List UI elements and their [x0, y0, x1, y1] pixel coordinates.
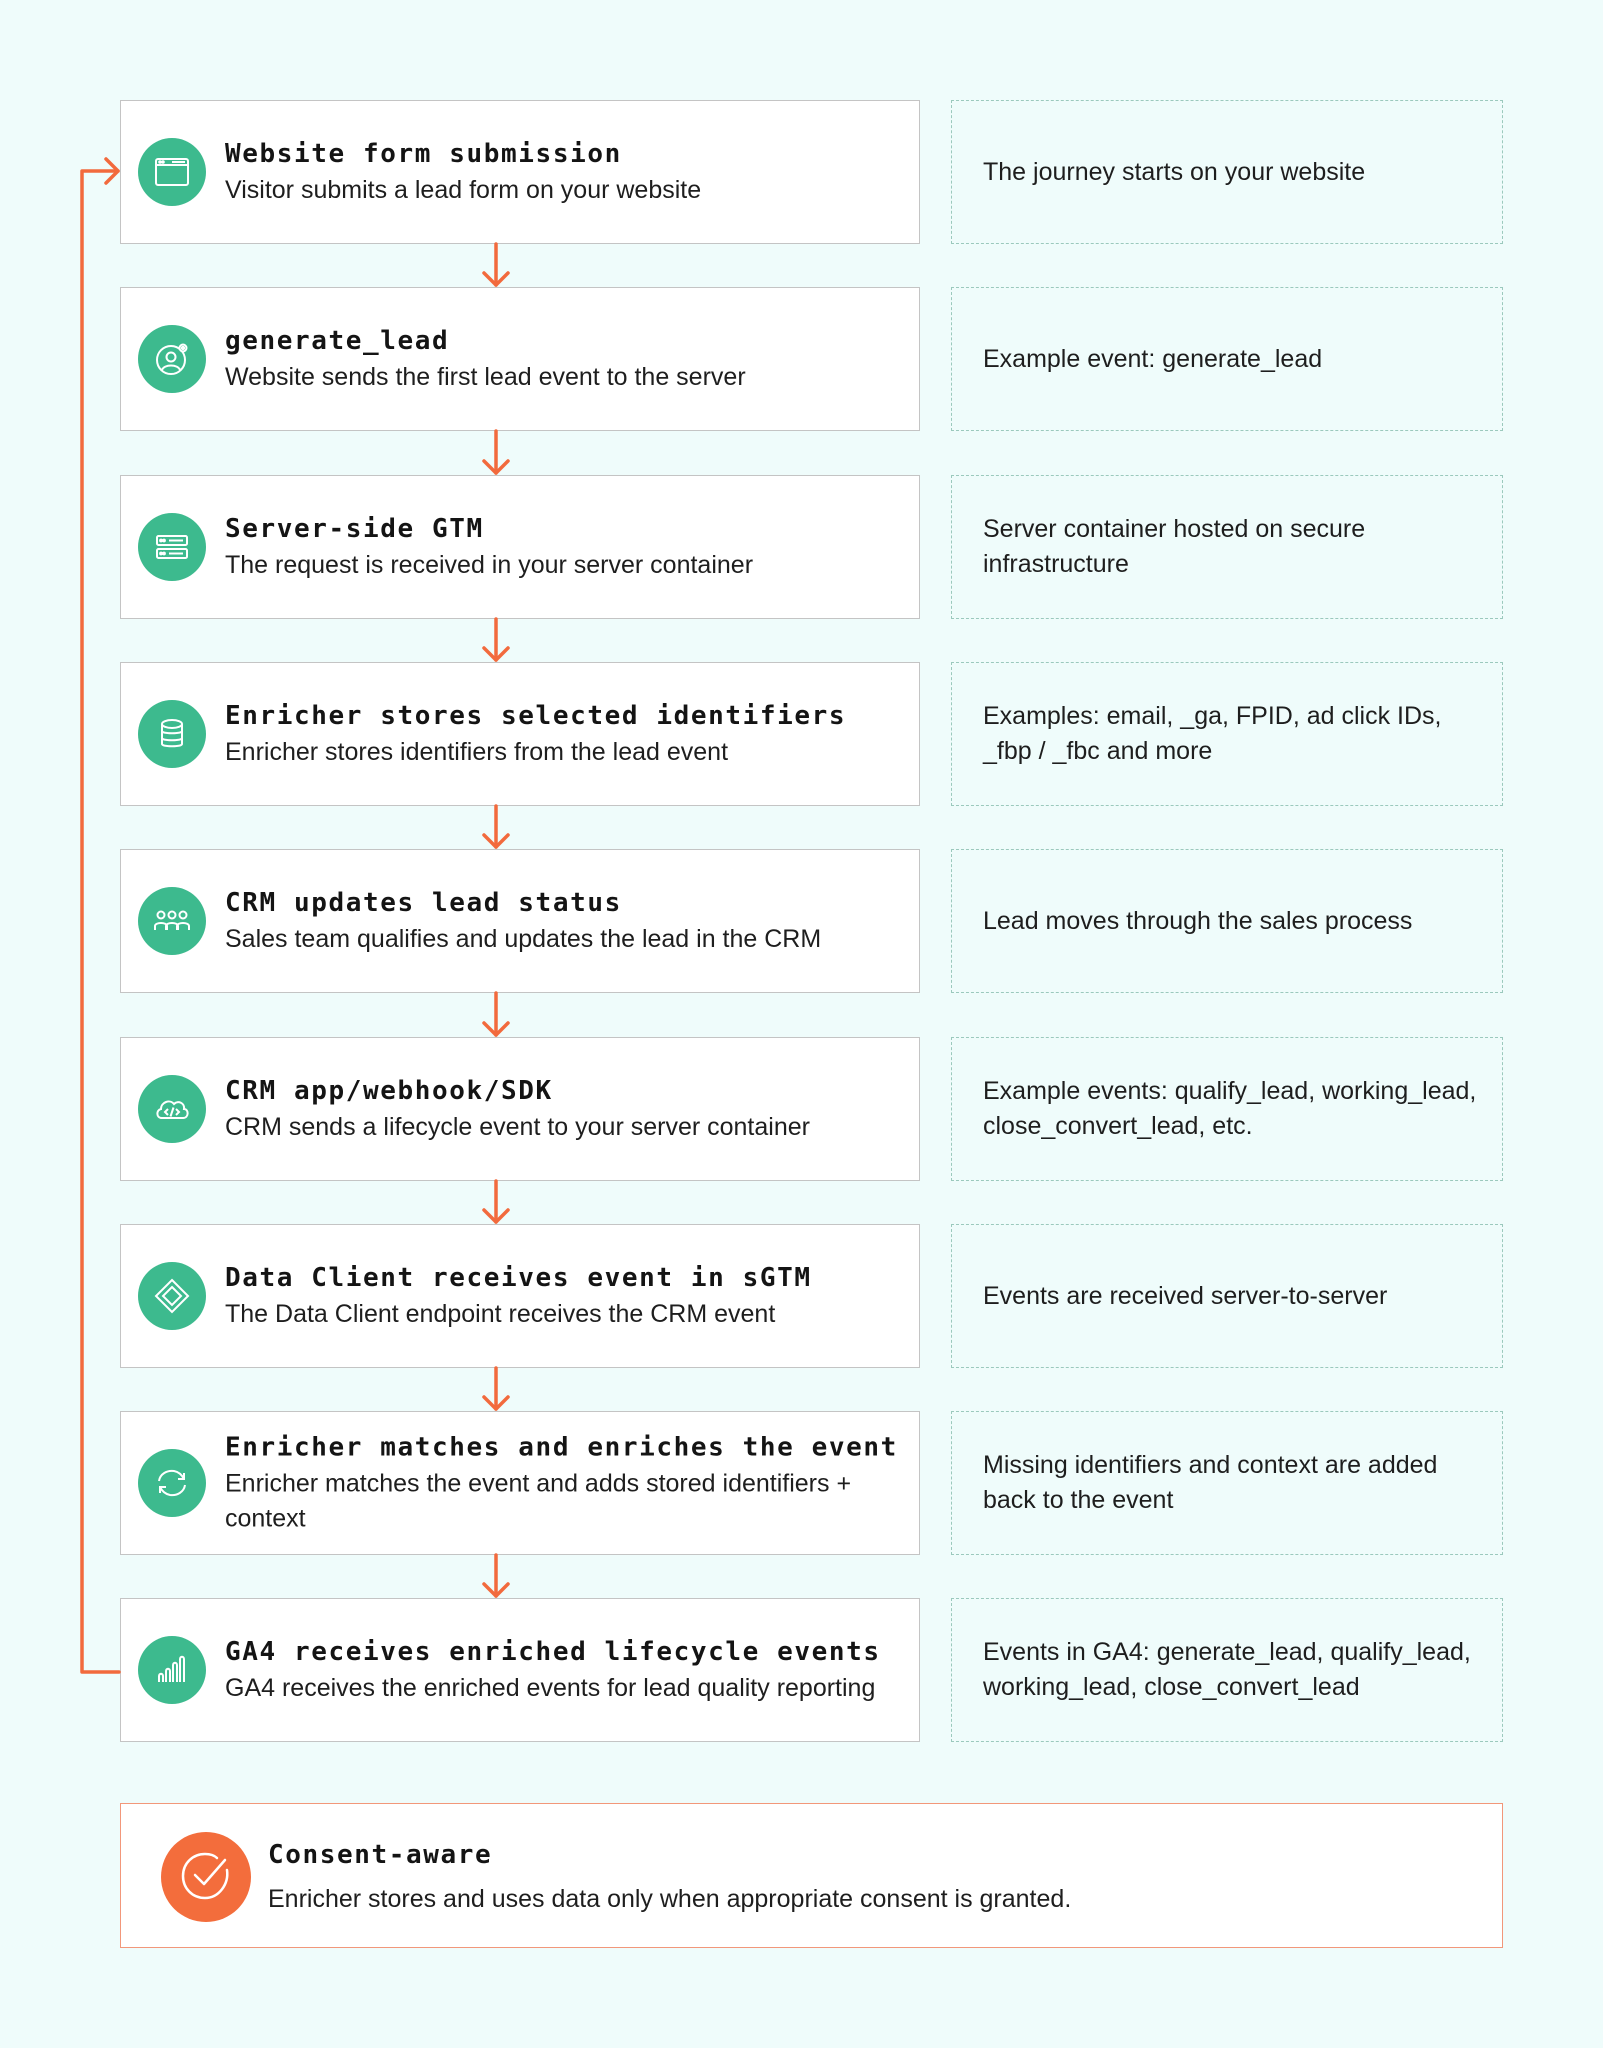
down-arrow [482, 429, 510, 475]
step-description: GA4 receives the enriched events for lea… [225, 1674, 876, 1702]
step-description: Website sends the first lead event to th… [225, 363, 746, 391]
step-card-data-client: Data Client receives event in sGTM The D… [120, 1224, 920, 1368]
step-card-crm-updates: CRM updates lead status Sales team quali… [120, 849, 920, 993]
consent-description: Enricher stores and uses data only when … [268, 1885, 1072, 1913]
step-title: GA4 receives enriched lifecycle events [225, 1637, 881, 1667]
down-arrow [482, 804, 510, 849]
step-note: Example event: generate_lead [951, 287, 1503, 431]
step-title: Enricher stores selected identifiers [225, 701, 847, 731]
step-description: The Data Client endpoint receives the CR… [225, 1300, 776, 1328]
check-circle-icon [161, 1832, 251, 1922]
step-note: Lead moves through the sales process [951, 849, 1503, 993]
database-icon [138, 700, 206, 768]
step-description: Enricher stores identifiers from the lea… [225, 738, 729, 766]
step-card-enricher-matches: Enricher matches and enriches the event … [120, 1411, 920, 1555]
team-icon [138, 887, 206, 955]
step-description: Visitor submits a lead form on your webs… [225, 176, 702, 204]
loop-back-arrow [80, 157, 121, 1674]
step-title: CRM app/webhook/SDK [225, 1076, 553, 1106]
step-title: generate_lead [225, 326, 450, 356]
step-title: CRM updates lead status [225, 888, 622, 918]
bar-chart-icon [138, 1636, 206, 1704]
server-rack-icon [138, 513, 206, 581]
down-arrow [482, 1553, 510, 1598]
step-description: The request is received in your server c… [225, 551, 754, 579]
step-note: Server container hosted on secure infras… [951, 475, 1503, 619]
down-arrow [482, 1366, 510, 1411]
browser-window-icon [138, 138, 206, 206]
down-arrow [482, 242, 510, 287]
step-card-website-form: Website form submission Visitor submits … [120, 100, 920, 244]
step-note: Example events: qualify_lead, working_le… [951, 1037, 1503, 1181]
step-title: Website form submission [225, 139, 622, 169]
step-description: Sales team qualifies and updates the lea… [225, 925, 822, 953]
consent-title: Consent-aware [268, 1840, 493, 1870]
step-card-generate-lead: generate_lead Website sends the first le… [120, 287, 920, 431]
step-note: The journey starts on your website [951, 100, 1503, 244]
refresh-icon [138, 1449, 206, 1517]
step-title: Server-side GTM [225, 514, 484, 544]
step-card-crm-app: CRM app/webhook/SDK CRM sends a lifecycl… [120, 1037, 920, 1181]
consent-card: Consent-aware Enricher stores and uses d… [120, 1803, 1503, 1948]
step-title: Data Client receives event in sGTM [225, 1263, 812, 1293]
step-description: CRM sends a lifecycle event to your serv… [225, 1113, 810, 1141]
down-arrow [482, 1179, 510, 1224]
diamond-icon [138, 1262, 206, 1330]
step-card-enricher-stores: Enricher stores selected identifiers Enr… [120, 662, 920, 806]
step-description: Enricher matches the event and adds stor… [225, 1469, 852, 1533]
down-arrow [482, 991, 510, 1037]
step-card-ga4-receives: GA4 receives enriched lifecycle events G… [120, 1598, 920, 1742]
step-card-server-gtm: Server-side GTM The request is received … [120, 475, 920, 619]
step-note: Missing identifiers and context are adde… [951, 1411, 1503, 1555]
step-note: Events are received server-to-server [951, 1224, 1503, 1368]
down-arrow [482, 617, 510, 662]
step-title: Enricher matches and enriches the event [225, 1432, 898, 1463]
step-note: Examples: email, _ga, FPID, ad click IDs… [951, 662, 1503, 806]
user-gear-icon [138, 325, 206, 393]
cloud-code-icon [138, 1075, 206, 1143]
step-note: Events in GA4: generate_lead, qualify_le… [951, 1598, 1503, 1742]
